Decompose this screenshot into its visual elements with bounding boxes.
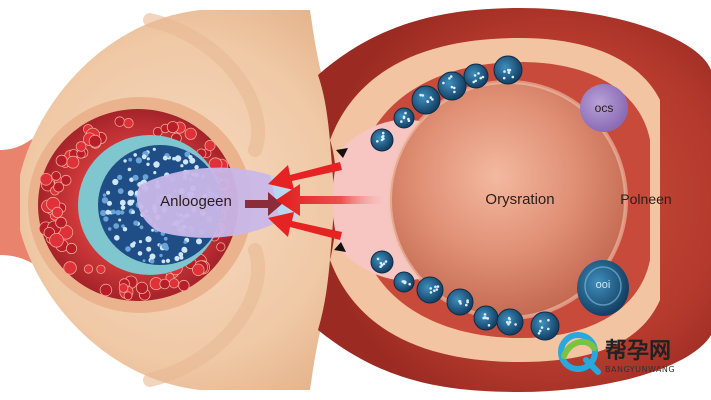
bottom-blue-cell-nucleus xyxy=(584,266,622,306)
red-arrow-upper xyxy=(268,162,342,190)
bottom-blue-cell xyxy=(577,260,629,316)
small-dark-arrow xyxy=(245,192,282,216)
oocyte xyxy=(390,82,626,318)
lavender-zone xyxy=(136,167,290,238)
black-arrowhead-upper xyxy=(336,148,348,158)
red-arrow-middle xyxy=(276,184,385,216)
red-arrow-lower xyxy=(268,212,342,240)
label-bottom-cell: ooi xyxy=(596,279,611,291)
top-purple-cell xyxy=(580,84,628,132)
follicle-cell-ring xyxy=(370,55,560,341)
left-tissue-folds xyxy=(143,13,266,387)
logo-mark-icon xyxy=(558,332,601,375)
watermark-cn: 帮孕网 xyxy=(605,338,671,364)
label-right-structure: Polneen xyxy=(620,191,671,207)
label-top-cell: ocs xyxy=(595,101,614,115)
watermark: 帮孕网 BANGYUNWANG xyxy=(558,332,675,375)
black-arrowhead-lower xyxy=(334,242,346,252)
label-center-structure: Orysration xyxy=(485,191,554,208)
watermark-en: BANGYUNWANG xyxy=(605,365,675,374)
label-left-structure: Anloogeen xyxy=(160,193,232,210)
